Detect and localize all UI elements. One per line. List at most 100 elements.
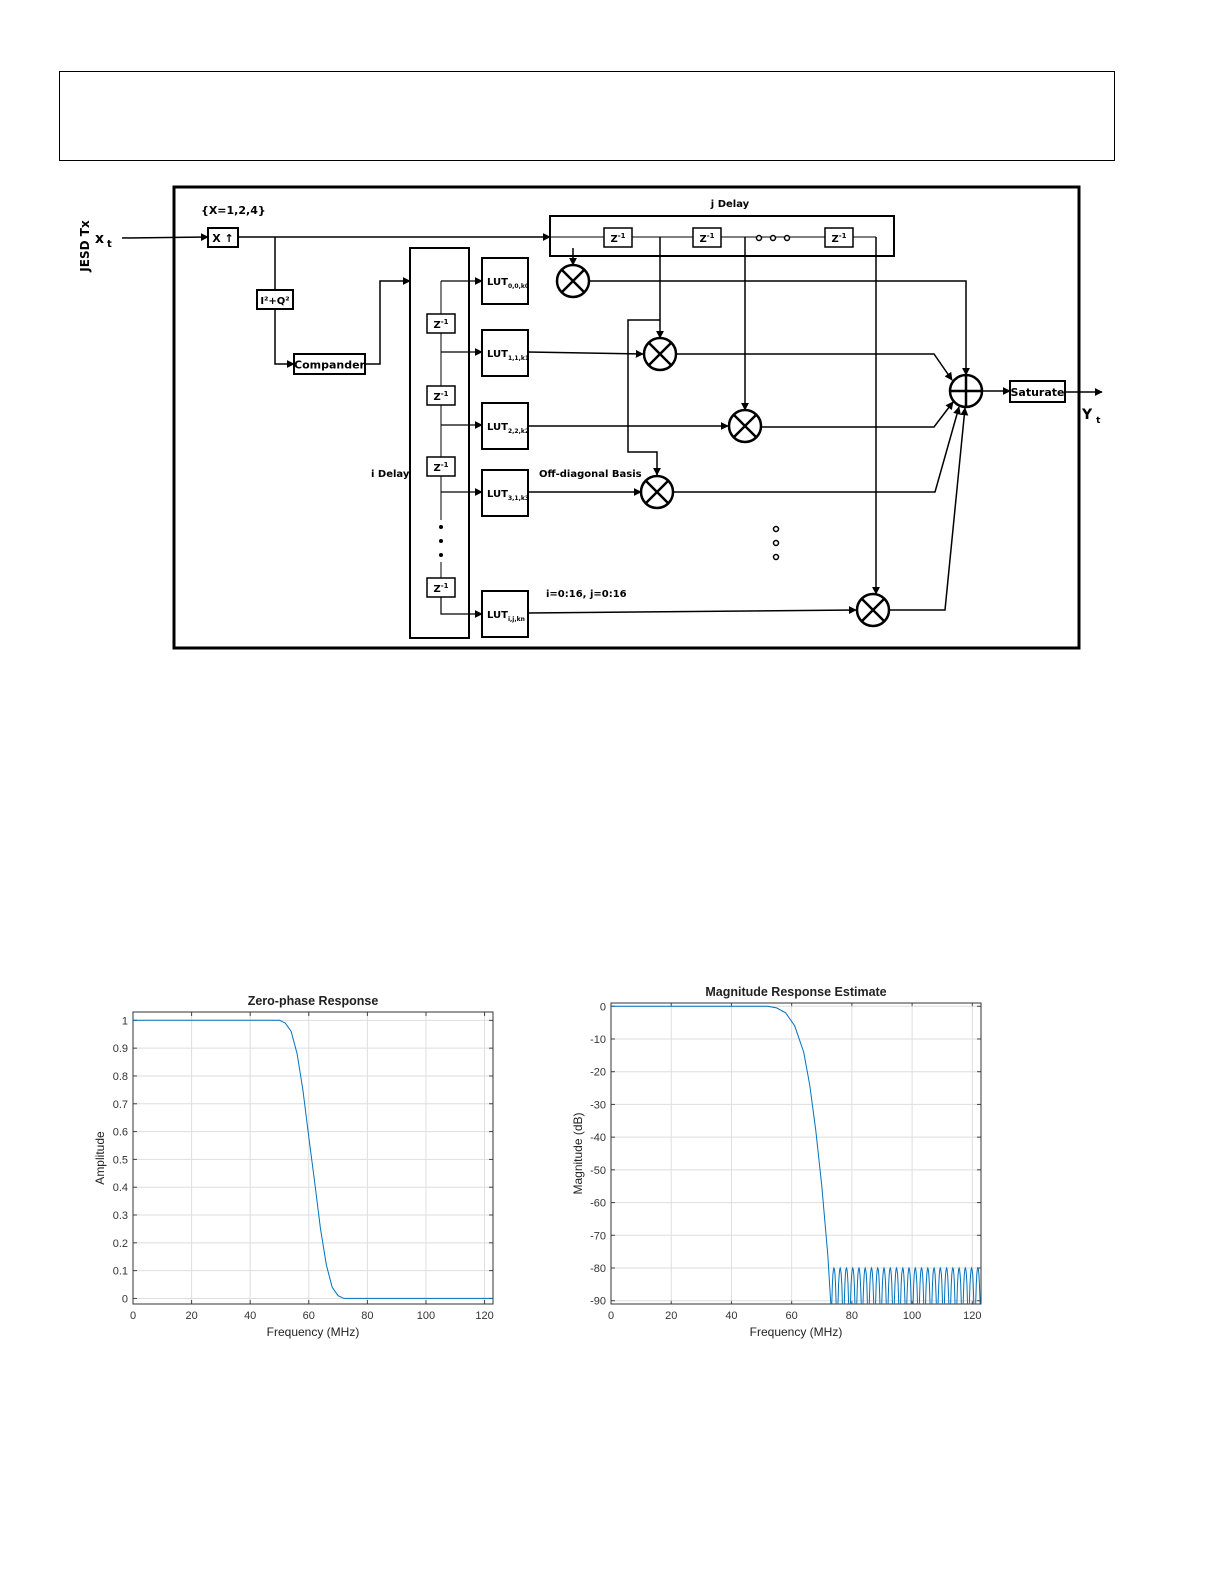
y-tick-label: -40 xyxy=(590,1132,606,1144)
x-tick-label: 40 xyxy=(244,1310,256,1322)
j-dot xyxy=(755,234,763,242)
svg-text:LUT3,1,k3: LUT3,1,k3 xyxy=(487,489,529,502)
compander-to-idelay xyxy=(365,277,411,365)
y-tick-label: 0.2 xyxy=(113,1238,128,1250)
i-delay-box xyxy=(409,247,470,639)
j-delay-z2: Z-1 xyxy=(692,227,722,248)
multn-to-sum xyxy=(889,407,969,611)
input-side-label: JESD Tx xyxy=(78,220,92,273)
y-axis-label: Magnitude (dB) xyxy=(571,1112,585,1194)
svg-text:Z-1: Z-1 xyxy=(433,318,448,331)
mult0-to-sum xyxy=(589,280,970,376)
y-axis-label: Amplitude xyxy=(93,1131,107,1185)
y-tick-label: 0.1 xyxy=(113,1266,128,1278)
x-tick-label: 100 xyxy=(903,1310,921,1322)
j-delay-zn: Z-1 xyxy=(824,227,854,248)
chart-title: Zero-phase Response xyxy=(248,994,379,1008)
power-to-compander xyxy=(274,309,295,368)
series-dot xyxy=(772,539,780,547)
svg-text:Z-1: Z-1 xyxy=(433,390,448,403)
y-tick-label: -30 xyxy=(590,1099,606,1111)
i-delay-z2: Z-1 xyxy=(426,385,456,406)
i-delay-label: i Delay xyxy=(371,469,410,480)
tap-lutn xyxy=(440,597,483,618)
i-delay-zn: Z-1 xyxy=(426,577,456,598)
x-tick-label: 80 xyxy=(846,1310,858,1322)
rate-set-label: {X=1,2,4} xyxy=(201,204,266,217)
lut-n: LUTi,j,kn xyxy=(481,590,529,638)
i-dot xyxy=(439,553,443,557)
summer xyxy=(948,373,984,409)
svg-text:Z-1: Z-1 xyxy=(433,461,448,474)
svg-text:LUT0,0,k0: LUT0,0,k0 xyxy=(487,277,529,290)
y-tick-label: 1 xyxy=(122,1015,128,1027)
multiplier-n xyxy=(855,592,891,628)
compander-label: Compander xyxy=(294,359,366,372)
x-tick-label: 80 xyxy=(361,1310,373,1322)
off-diagonal-label: Off-diagonal Basis xyxy=(539,469,642,480)
lut1-to-mult1 xyxy=(527,349,644,358)
lut-1: LUT1,1,k1 xyxy=(481,329,529,377)
diagram-frame xyxy=(172,185,1081,650)
x-tick-label: 20 xyxy=(185,1310,197,1322)
x-axis-label: Frequency (MHz) xyxy=(267,1325,360,1339)
x-axis-label: Frequency (MHz) xyxy=(750,1325,843,1339)
multiplier-0 xyxy=(555,263,591,299)
input-line xyxy=(121,233,209,242)
mult2-to-sum xyxy=(761,401,954,428)
y-tick-label: -90 xyxy=(590,1296,606,1308)
lut-0: LUT0,0,k0 xyxy=(481,257,529,305)
chart-title: Magnitude Response Estimate xyxy=(705,985,886,999)
x-tick-label: 0 xyxy=(130,1310,136,1322)
y-tick-label: 0.3 xyxy=(113,1210,128,1222)
svg-text:LUTi,j,kn: LUTi,j,kn xyxy=(487,610,525,623)
svg-text:Z-1: Z-1 xyxy=(831,232,846,245)
i-delay-z1: Z-1 xyxy=(426,313,456,334)
index-range-label: i=0:16, j=0:16 xyxy=(546,589,627,600)
series-line xyxy=(611,1005,981,1304)
y-tick-label: -50 xyxy=(590,1165,606,1177)
multiplier-1 xyxy=(642,336,678,372)
multiplier-2 xyxy=(727,408,763,444)
y-tick-label: 0 xyxy=(600,1001,606,1013)
svg-text:Z-1: Z-1 xyxy=(433,582,448,595)
y-tick-label: -80 xyxy=(590,1263,606,1275)
saturate-label: Saturate xyxy=(1010,386,1064,399)
y-tick-label: 0.9 xyxy=(113,1043,128,1055)
y-tick-label: 0.7 xyxy=(113,1099,128,1111)
axes-box xyxy=(610,1002,982,1305)
x-tick-label: 100 xyxy=(417,1310,435,1322)
lutn-to-multn xyxy=(527,606,857,615)
y-tick-label: -70 xyxy=(590,1230,606,1242)
plot-area xyxy=(133,1012,493,1304)
y-tick-label: -60 xyxy=(590,1198,606,1210)
power-label: I²+Q² xyxy=(260,296,289,307)
svg-text:LUT2,2,k2: LUT2,2,k2 xyxy=(487,422,529,435)
j-dot xyxy=(783,234,791,242)
series-line xyxy=(133,1019,493,1299)
x-tick-label: 20 xyxy=(665,1310,677,1322)
upsample-label: X ↑ xyxy=(212,232,234,245)
i-delay-z3: Z-1 xyxy=(426,456,456,477)
j-delay-box xyxy=(549,215,895,257)
x-tick-label: 120 xyxy=(475,1310,493,1322)
header-box xyxy=(59,71,1115,161)
svg-text:LUT1,1,k1: LUT1,1,k1 xyxy=(487,349,529,362)
y-tick-label: 0.4 xyxy=(113,1182,128,1194)
mult3-to-sum xyxy=(673,406,961,493)
lut-3: LUT3,1,k3 xyxy=(481,469,529,517)
x-tick-label: 120 xyxy=(963,1310,981,1322)
series-dot xyxy=(772,553,780,561)
x-tick-label: 60 xyxy=(786,1310,798,1322)
mult1-to-sum xyxy=(676,353,953,381)
i-dot xyxy=(439,525,443,529)
multiplier-3 xyxy=(639,474,675,510)
svg-text:Z-1: Z-1 xyxy=(699,232,714,245)
lut-2: LUT2,2,k2 xyxy=(481,402,529,450)
j-delay-label: j Delay xyxy=(710,199,750,210)
plot-area xyxy=(611,1003,981,1304)
series-dot xyxy=(772,525,780,533)
